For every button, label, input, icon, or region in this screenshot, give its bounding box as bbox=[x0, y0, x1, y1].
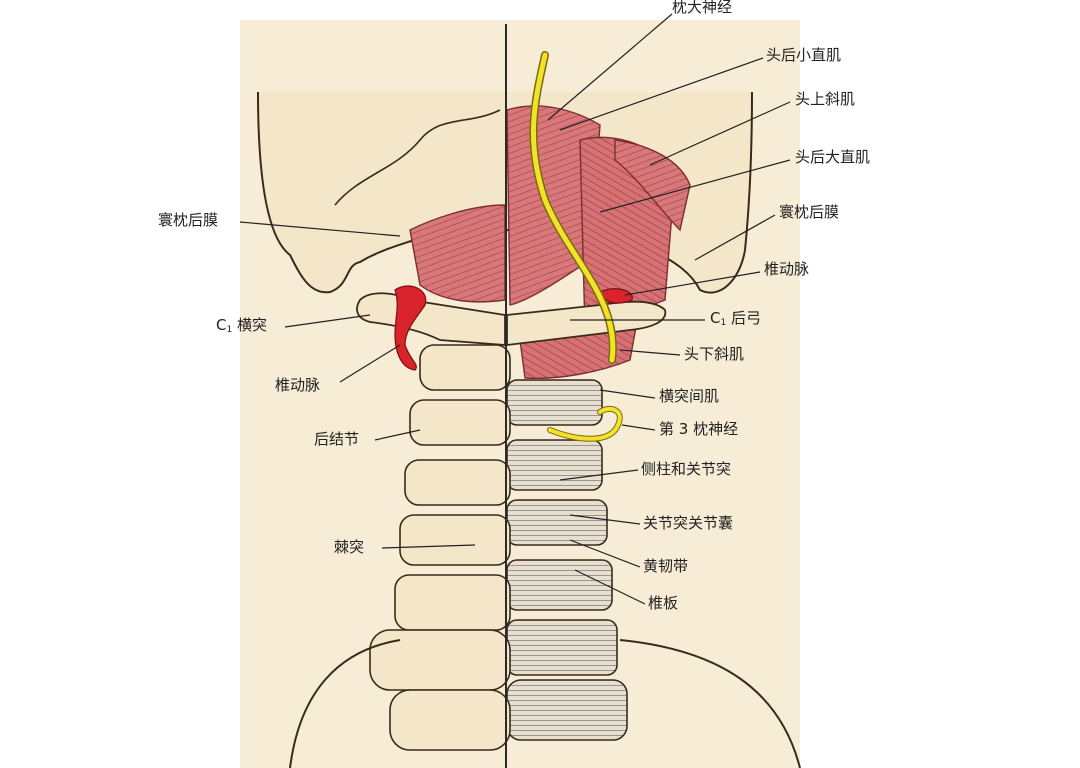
skull-fracture-line bbox=[334, 109, 501, 206]
label-posterior-atlanto-occipital-membrane-left: 寰枕后膜 bbox=[158, 211, 219, 229]
label-c1-transverse-prefix: C bbox=[216, 316, 227, 334]
label-rectus-capitis-posterior-major: 头后大直肌 bbox=[795, 148, 871, 166]
label-third-occipital-nerve: 第 3 枕神经 bbox=[659, 420, 739, 438]
label-c1-posterior-arch-text: 后弓 bbox=[731, 309, 762, 327]
third-occipital-nerve-core bbox=[548, 406, 622, 441]
label-spinous-process: 棘突 bbox=[334, 538, 365, 556]
label-vertebral-artery-left: 椎动脉 bbox=[275, 376, 321, 394]
label-posterior-atlanto-occipital-membrane-right: 寰枕后膜 bbox=[779, 203, 840, 221]
label-c1-posterior-arch: C1 后弓 bbox=[710, 309, 761, 332]
label-c1-transverse-sub: 1 bbox=[226, 325, 233, 335]
label-facet-joint-capsule: 关节突关节囊 bbox=[643, 514, 734, 532]
leader-lines bbox=[239, 13, 791, 605]
label-c1-transverse-text: 横突 bbox=[237, 316, 268, 334]
label-rectus-capitis-posterior-minor: 头后小直肌 bbox=[766, 46, 842, 64]
label-c1-transverse-process: C1 横突 bbox=[216, 316, 267, 339]
vertebral-artery-left-shape bbox=[394, 285, 427, 371]
label-obliquus-capitis-inferior: 头下斜肌 bbox=[684, 345, 745, 363]
rib-left bbox=[289, 639, 401, 768]
label-intertransversarii: 横突间肌 bbox=[659, 387, 720, 405]
c1-atlas-left bbox=[356, 292, 506, 346]
label-posterior-tubercle: 后结节 bbox=[314, 430, 360, 448]
label-ligamentum-flavum: 黄韧带 bbox=[643, 557, 689, 575]
cervical-spine bbox=[369, 344, 628, 751]
label-c1-posterior-arch-prefix: C bbox=[710, 309, 721, 327]
label-vertebral-artery-right: 椎动脉 bbox=[764, 260, 810, 278]
vertebral-artery-right-shape bbox=[599, 288, 633, 304]
label-lamina: 椎板 bbox=[648, 594, 679, 612]
label-obliquus-capitis-superior: 头上斜肌 bbox=[795, 90, 856, 108]
rib-right bbox=[619, 639, 801, 768]
label-c1-posterior-arch-sub: 1 bbox=[720, 318, 727, 328]
greater-occipital-nerve-core bbox=[531, 52, 616, 363]
label-greater-occipital-nerve: 枕大神经 bbox=[672, 0, 733, 16]
label-lateral-mass-articular-process: 侧柱和关节突 bbox=[641, 460, 732, 478]
obliquus-capitis-superior bbox=[614, 139, 691, 232]
